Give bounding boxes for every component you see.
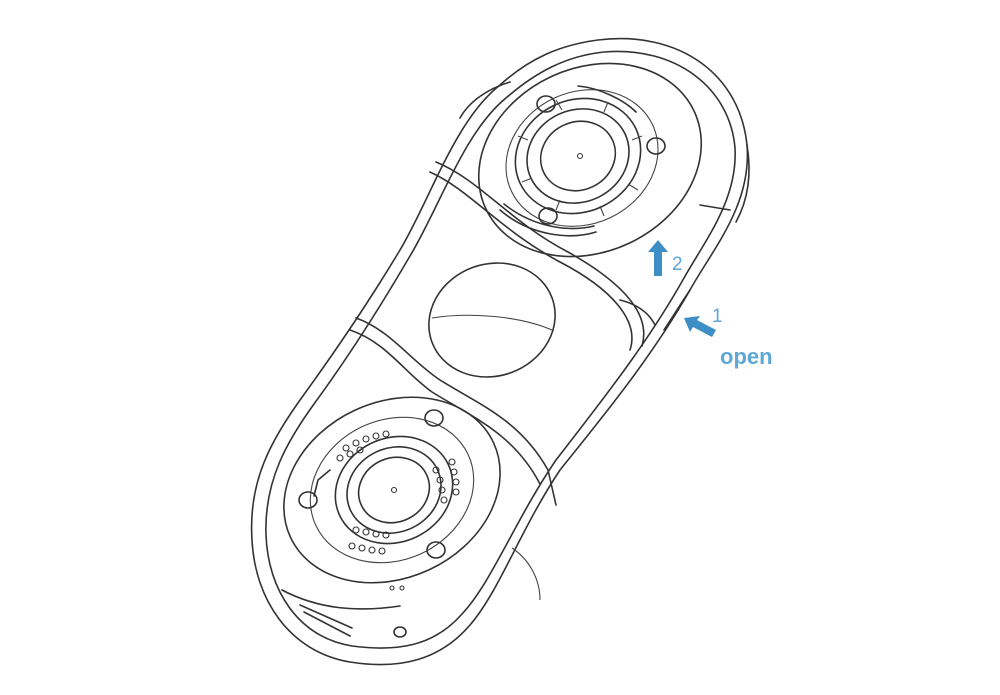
- open-label: open: [720, 344, 773, 369]
- contact-pins: [336, 430, 460, 555]
- step1-label: 1: [712, 306, 723, 327]
- lower-module: [283, 396, 501, 584]
- center-button[interactable]: [413, 245, 572, 394]
- step2-label: 2: [672, 254, 683, 275]
- arrow-step2: [648, 240, 668, 276]
- arrow-step1: [684, 316, 716, 337]
- middle-panel: [349, 161, 731, 506]
- device-shell: [250, 37, 750, 666]
- bottom-details: [281, 547, 541, 638]
- upper-module: [459, 62, 703, 258]
